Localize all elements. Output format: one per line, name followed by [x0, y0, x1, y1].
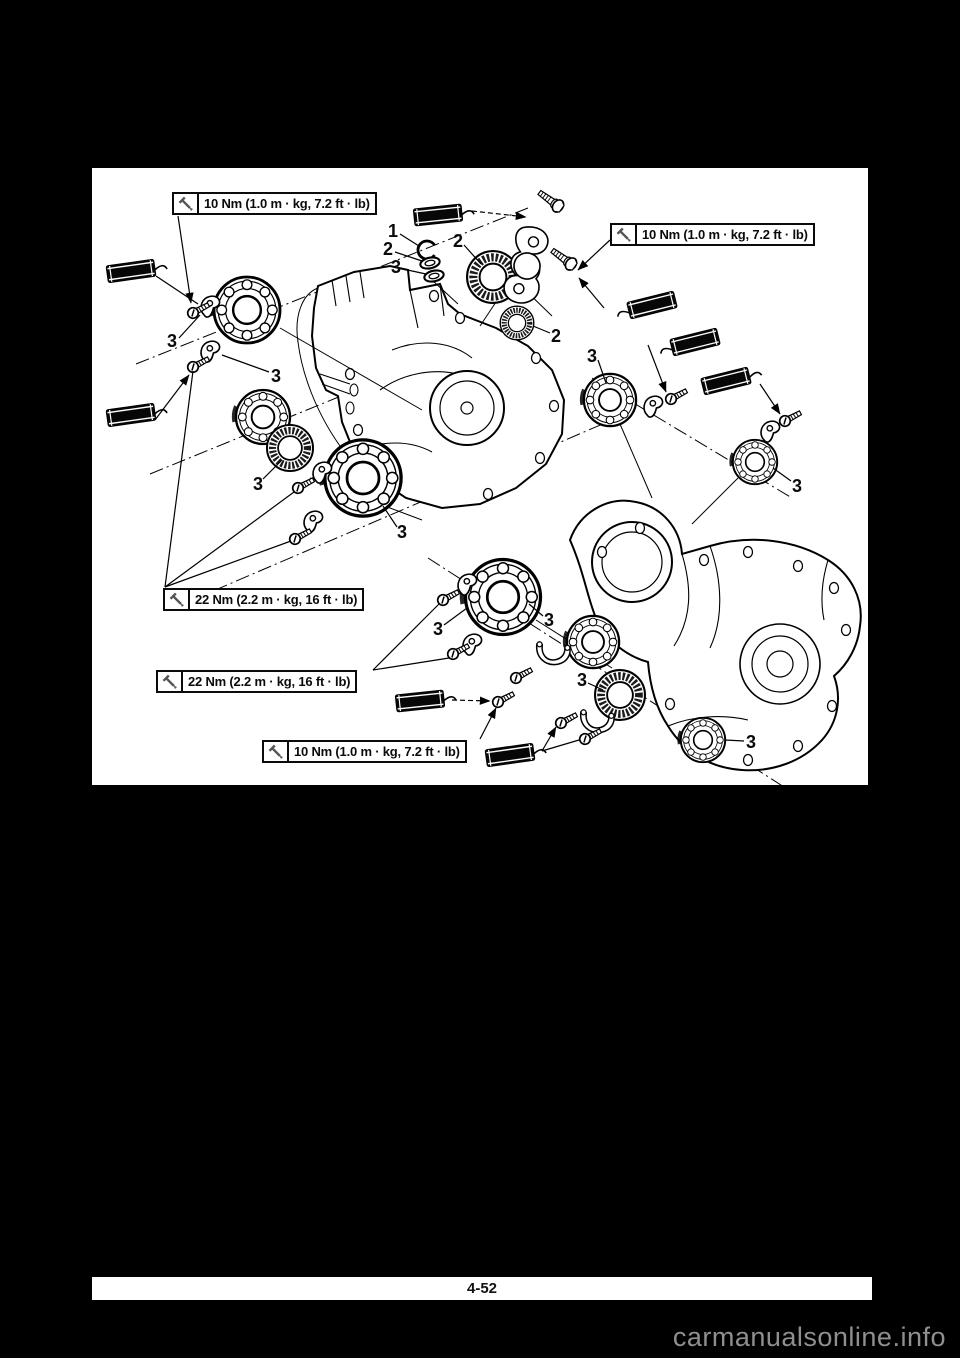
retainer-clip: [459, 631, 486, 658]
ball-bearing: [728, 438, 779, 486]
ball-bearing: [458, 557, 543, 637]
grease-tube: [412, 201, 476, 227]
retainer-screw: [184, 353, 212, 376]
torque-callout-lower-left: 22 Nm (2.2 m · kg, 16 ft · lb): [156, 670, 358, 693]
grease-tube: [699, 363, 764, 396]
grease-tube: [614, 290, 679, 323]
oil-seal: [500, 306, 534, 340]
retainer-clip: [300, 508, 327, 535]
torque-callout-top-right: 10 Nm (1.0 m · kg, 7.2 ft · lb): [610, 223, 815, 246]
part-label-12: 3: [432, 619, 444, 639]
part-label-7: 3: [270, 366, 282, 386]
grease-tube: [657, 327, 722, 360]
grease-tube: [484, 740, 548, 768]
torque-wrench-icon: [612, 225, 637, 244]
right-crankcase-half: [568, 499, 862, 772]
torque-callout-label: 22 Nm (2.2 m · kg, 16 ft · lb): [195, 592, 358, 607]
torque-wrench-icon: [174, 194, 199, 213]
torque-callout-label: 10 Nm (1.0 m · kg, 7.2 ft · lb): [204, 196, 370, 211]
ball-bearing: [561, 614, 621, 670]
torque-callout-bottom: 10 Nm (1.0 m · kg, 7.2 ft · lb): [262, 740, 467, 763]
part-label-10: 3: [586, 346, 598, 366]
exploded-diagram: 10 Nm (1.0 m · kg, 7.2 ft · lb) 10 Nm (1…: [92, 168, 868, 785]
part-label-4: 2: [452, 231, 464, 251]
page-number: 4-52: [466, 1280, 498, 1297]
oil-seal: [595, 670, 645, 720]
ball-bearing: [207, 275, 282, 345]
part-label-2: 2: [382, 239, 394, 259]
retainer-screw: [289, 474, 317, 497]
part-label-3: 3: [390, 257, 402, 277]
watermark: carmanualsonline.info: [672, 1322, 946, 1352]
retainer-screw: [434, 586, 462, 609]
part-label-11: 3: [791, 476, 803, 496]
torque-callout-label: 10 Nm (1.0 m · kg, 7.2 ft · lb): [642, 227, 808, 242]
grease-tube: [105, 256, 169, 284]
torque-wrench-icon: [165, 590, 190, 609]
hex-bolt: [534, 186, 567, 216]
washer: [422, 267, 446, 285]
part-label-5: 2: [550, 326, 562, 346]
retainer-clip: [640, 393, 667, 420]
grease-tube: [105, 400, 169, 428]
retainer-screw: [507, 664, 535, 687]
retainer-screw: [776, 407, 804, 430]
retainer-screw: [489, 688, 517, 711]
ball-bearing: [317, 438, 403, 518]
part-label-15: 3: [745, 732, 757, 752]
torque-callout-middle-left: 22 Nm (2.2 m · kg, 16 ft · lb): [163, 588, 365, 611]
retainer-screw: [552, 709, 580, 732]
torque-callout-label: 22 Nm (2.2 m · kg, 16 ft · lb): [188, 674, 351, 689]
grease-tube: [394, 687, 458, 713]
part-label-1: 1: [387, 221, 399, 241]
torque-callout-top-left: 10 Nm (1.0 m · kg, 7.2 ft · lb): [172, 192, 377, 215]
part-label-13: 3: [543, 610, 555, 630]
part-label-8: 3: [252, 474, 264, 494]
torque-wrench-icon: [264, 742, 289, 761]
oil-seal: [267, 425, 313, 471]
hex-bolt: [547, 244, 580, 274]
part-label-6: 3: [166, 331, 178, 351]
retainer-screw: [662, 385, 690, 408]
ball-bearing: [578, 372, 638, 428]
diagram-line-art: [105, 186, 862, 785]
part-label-14: 3: [576, 670, 588, 690]
page-number-strip: 4-52: [92, 1277, 872, 1300]
part-label-9: 3: [396, 522, 408, 542]
leader-lines: [154, 210, 792, 752]
torque-wrench-icon: [158, 672, 183, 691]
retainer-screw: [286, 525, 314, 548]
torque-callout-label: 10 Nm (1.0 m · kg, 7.2 ft · lb): [294, 744, 460, 759]
